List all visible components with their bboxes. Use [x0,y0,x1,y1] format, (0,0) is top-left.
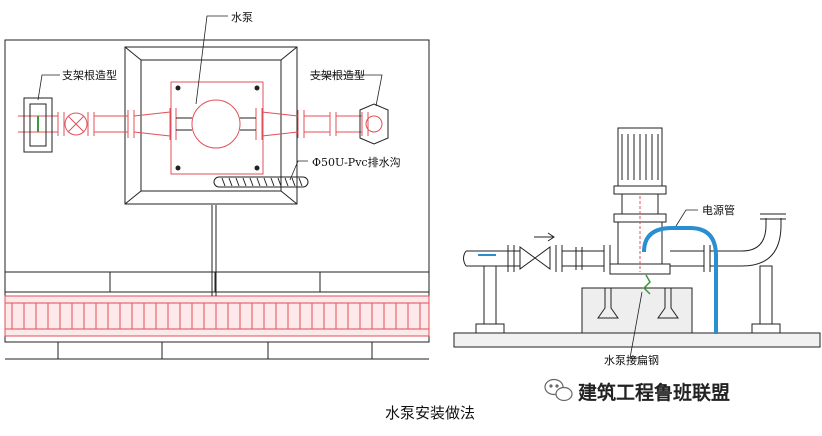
coil-turn [242,177,247,187]
diagram-caption: 水泵安装做法 [385,404,476,422]
pipe-support-left [475,265,505,334]
coil-turn [249,177,254,187]
floor-band [5,271,429,360]
elevation-view [453,127,821,359]
leader-lines [37,15,383,181]
coil-turn [291,177,296,187]
bracket-left [23,97,53,153]
power-conduit-label: 电源管 [702,204,735,217]
power-conduit [642,226,718,334]
coil-turn [277,177,282,187]
coil-turn [235,177,240,187]
watermark-text: 建筑工程鲁班联盟 [578,382,731,404]
pump-frame [170,81,264,175]
pipe-support-right [751,265,781,334]
coil-turn [263,177,268,187]
coil-turn [270,177,275,187]
pump-base [124,46,298,205]
outlet-pipe [670,213,786,272]
inlet-pipe [463,232,611,272]
pump-body [609,127,671,275]
coil-turn [256,177,261,187]
plan-view [4,15,430,360]
pedestal-anchors [597,288,679,319]
bracket-right [359,103,389,145]
coil-turn [228,177,233,187]
plan-pipe [18,99,369,149]
drain-label: Φ50U-Pvc排水沟 [312,156,401,169]
drain-coil [213,176,309,188]
floor-slab [453,332,821,348]
flat-steel [642,274,651,295]
pump-flat-steel-label: 水泵接扁钢 [604,354,659,367]
bracket-right-label: 支架根造型 [310,69,365,82]
bracket-left-label: 支架根造型 [62,69,117,82]
elevation-leaders [629,209,698,359]
coil-turn [221,177,226,187]
pump-label: 水泵 [231,11,253,24]
pump-pedestal [581,287,693,334]
coil-turn [298,177,303,187]
wechat-icon [544,378,573,402]
coil-turn [284,177,289,187]
drain-trench [4,295,430,337]
anchor-bolts [175,85,260,171]
